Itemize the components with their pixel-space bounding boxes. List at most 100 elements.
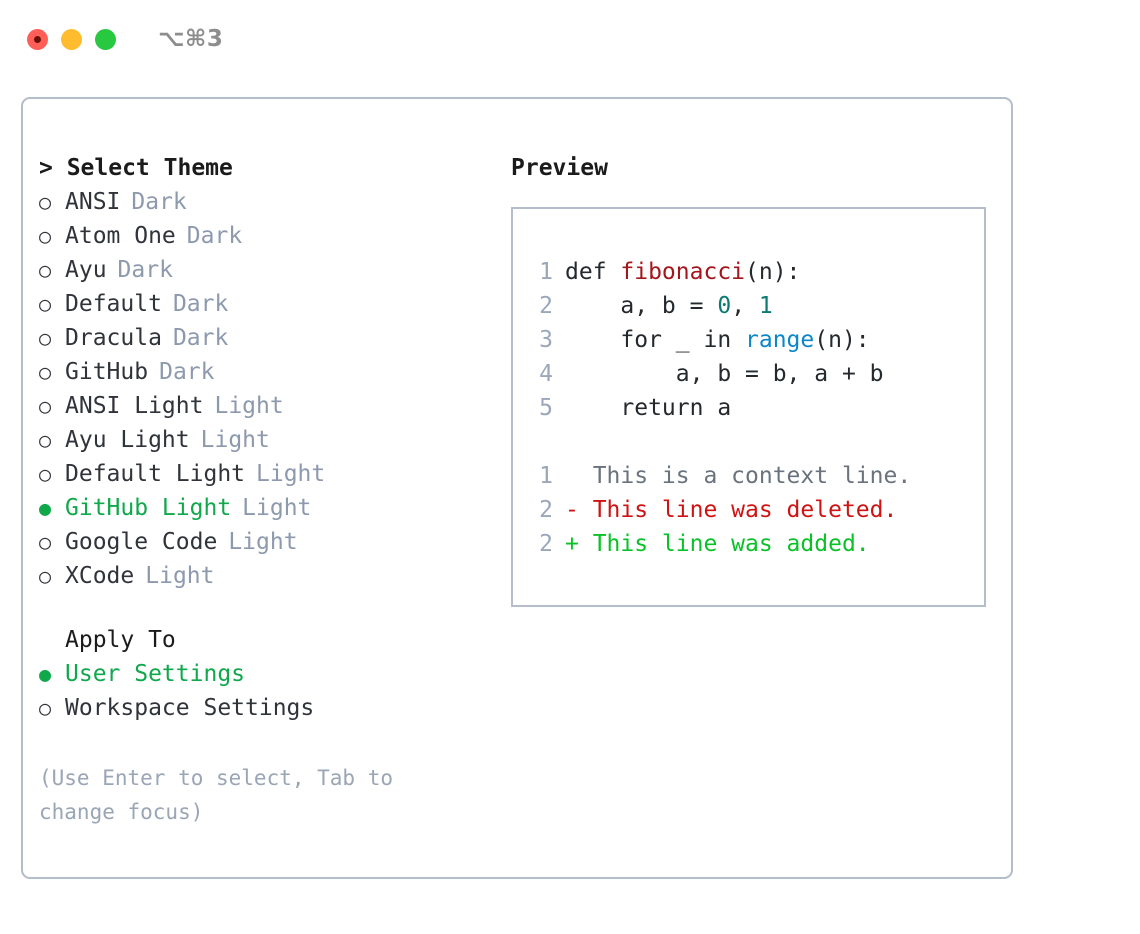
diff-line-add: 2 + This line was added. [525, 527, 984, 561]
code-token-plain: return a [565, 395, 732, 421]
apply-to-option-label: User Settings [65, 661, 246, 687]
code-token-num: 0 [717, 293, 732, 319]
code-spacer [525, 425, 984, 459]
keyboard-shortcut-label: ⌥⌘3 [158, 26, 224, 52]
apply-to-header: Apply To [65, 627, 176, 653]
radio-selected-icon: ● [39, 662, 52, 686]
theme-option-label: GitHub Light [65, 495, 232, 521]
code-token-plain: a, b = [565, 293, 718, 319]
radio-unselected-icon: ○ [39, 394, 52, 418]
diff-line-content: - This line was deleted. [565, 497, 898, 523]
theme-option-label: XCode [65, 563, 135, 589]
theme-variant-tag: Light [242, 495, 312, 521]
apply-to-option-user-settings[interactable]: ● User Settings [39, 657, 503, 691]
apply-to-group: Apply To ● User Settings ○ Workspace Settin… [39, 623, 503, 725]
code-token-plain: (n): [814, 327, 870, 353]
apply-to-option-label: Workspace Settings [65, 695, 315, 721]
theme-option-github[interactable]: ○ GitHub Dark [39, 355, 503, 389]
theme-option-atom-one[interactable]: ○ Atom One Dark [39, 219, 503, 253]
diff-line-context: 1 This is a context line. [525, 459, 984, 493]
code-token-func: fibonacci [620, 259, 746, 285]
theme-variant-tag: Dark [186, 223, 243, 249]
code-line-content: a, b = b, a + b [565, 357, 884, 391]
theme-variant-tag: Light [214, 393, 284, 419]
theme-option-github-light[interactable]: ● GitHub Light Light [39, 491, 503, 525]
theme-option-label: GitHub [65, 359, 149, 385]
diff-line-content: + This line was added. [565, 531, 870, 557]
diff-line-number: 1 [539, 463, 553, 489]
code-line-content: def fibonacci(n): [565, 255, 800, 289]
code-line-number: 5 [539, 395, 553, 421]
code-token-builtin: range [745, 327, 815, 353]
code-line-content: for _ in range(n): [565, 323, 870, 357]
minimize-window-button[interactable] [61, 28, 82, 50]
theme-variant-tag: Dark [172, 325, 229, 351]
code-line-content: return a [565, 391, 731, 425]
preview-title: Preview [511, 155, 608, 181]
theme-variant-tag: Light [200, 427, 270, 453]
code-sample: 1 def fibonacci(n): 2 a, b = 0, 1 3 for _ i… [525, 255, 984, 425]
radio-unselected-icon: ○ [39, 696, 52, 720]
window-titlebar: ⌥⌘3 [0, 0, 1140, 78]
maximize-window-button[interactable] [95, 28, 116, 50]
code-line-number: 1 [539, 259, 553, 285]
radio-unselected-icon: ○ [39, 564, 52, 588]
theme-variant-tag: Dark [117, 257, 173, 283]
diff-sample: 1 This is a context line. 2 - This line wa… [525, 459, 984, 561]
apply-to-option-list[interactable]: ● User Settings ○ Workspace Settings [39, 657, 503, 725]
code-token-plain: for _ in [565, 327, 746, 353]
preview-column: Preview 1 def fibonacci(n): 2 a, b = 0, 1 3… [503, 99, 1011, 877]
theme-option-label: Google Code [65, 529, 218, 555]
code-line-number: 4 [539, 361, 553, 387]
radio-unselected-icon: ○ [39, 428, 52, 452]
code-token-plain: a, b = b, a + b [565, 361, 884, 387]
diff-line-number: 2 [539, 531, 553, 557]
radio-unselected-icon: ○ [39, 360, 52, 384]
theme-option-label: Default Light [65, 461, 246, 487]
radio-unselected-icon: ○ [39, 258, 52, 282]
theme-option-label: ANSI [65, 189, 121, 215]
radio-unselected-icon: ○ [39, 292, 52, 316]
theme-option-xcode[interactable]: ○ XCode Light [39, 559, 503, 593]
close-window-button[interactable] [27, 28, 48, 50]
radio-selected-icon: ● [39, 496, 52, 520]
code-token-num: 1 [758, 293, 773, 319]
theme-option-default-light[interactable]: ○ Default Light Light [39, 457, 503, 491]
theme-option-ayu-light[interactable]: ○ Ayu Light Light [39, 423, 503, 457]
code-token-plain: (n): [745, 259, 801, 285]
traffic-light-group [27, 28, 116, 50]
apply-to-option-workspace-settings[interactable]: ○ Workspace Settings [39, 691, 503, 725]
code-line: 1 def fibonacci(n): [525, 255, 984, 289]
diff-line-number: 2 [539, 497, 553, 523]
radio-unselected-icon: ○ [39, 462, 52, 486]
code-line: 5 return a [525, 391, 984, 425]
code-preview-box: 1 def fibonacci(n): 2 a, b = 0, 1 3 for _ i… [511, 207, 986, 607]
theme-variant-tag: Light [145, 563, 215, 589]
code-line: 4 a, b = b, a + b [525, 357, 984, 391]
theme-option-label: Default [65, 291, 162, 317]
code-line: 3 for _ in range(n): [525, 323, 984, 357]
theme-variant-tag: Dark [159, 359, 215, 385]
code-token-plain: , [731, 293, 759, 319]
code-line-number: 3 [539, 327, 553, 353]
theme-option-label: ANSI Light [65, 393, 204, 419]
keyboard-hint-text: (Use Enter to select, Tab to change focu… [39, 766, 406, 824]
select-theme-header: > Select Theme [39, 155, 233, 181]
theme-option-label: Atom One [65, 223, 176, 249]
radio-unselected-icon: ○ [39, 224, 52, 248]
theme-variant-tag: Light [256, 461, 326, 487]
code-line-number: 2 [539, 293, 553, 319]
theme-option-ansi-light[interactable]: ○ ANSI Light Light [39, 389, 503, 423]
radio-unselected-icon: ○ [39, 326, 52, 350]
theme-option-label: Ayu Light [65, 427, 190, 453]
